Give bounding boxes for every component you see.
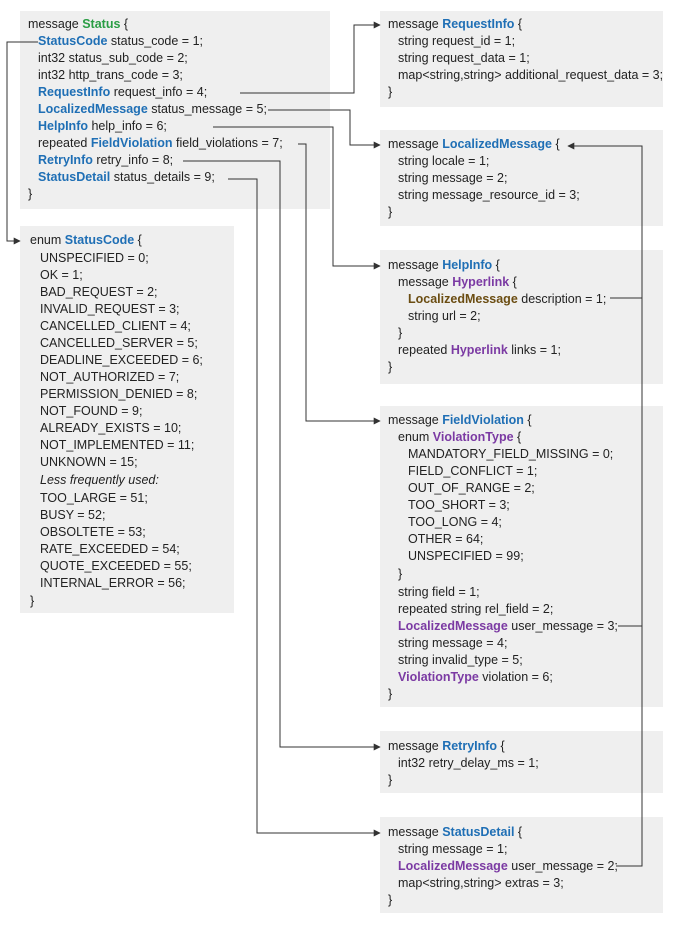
- field-violation-field: repeated string rel_field = 2;: [398, 602, 554, 616]
- type-ref-retry-info: RetryInfo: [38, 153, 93, 167]
- status-header: message Status {: [28, 17, 129, 31]
- wire-status-detail: [228, 178, 381, 837]
- status-field-status-details: StatusDetail status_details = 9;: [38, 170, 215, 184]
- field-violation-name: FieldViolation: [442, 413, 524, 427]
- help-info-field-links: repeated Hyperlink links = 1;: [398, 343, 561, 357]
- enum-value: PERMISSION_DENIED = 8;: [40, 387, 198, 401]
- status-code-name: StatusCode: [64, 233, 135, 247]
- help-info-close: }: [388, 360, 393, 374]
- help-info-name: HelpInfo: [442, 258, 493, 272]
- enum-value: OK = 1;: [40, 268, 83, 282]
- enum-value: NOT_IMPLEMENTED = 11;: [40, 438, 195, 452]
- status-field-request-info: RequestInfo request_info = 4;: [38, 85, 208, 99]
- localized-message-field: string locale = 1;: [398, 154, 490, 168]
- hyperlink-field-url: string url = 2;: [408, 309, 481, 323]
- status-field-help-info: HelpInfo help_info = 6;: [38, 119, 167, 133]
- enum-value: DEADLINE_EXCEEDED = 6;: [40, 353, 203, 367]
- localized-message-name: LocalizedMessage: [442, 137, 552, 151]
- enum-value: OBSOLTETE = 53;: [40, 525, 146, 539]
- type-ref-violation-type: ViolationType: [398, 670, 479, 684]
- type-ref-localized-message: LocalizedMessage: [38, 102, 148, 116]
- hyperlink-field-description: LocalizedMessage description = 1;: [408, 292, 607, 306]
- enum-value: OTHER = 64;: [408, 532, 484, 546]
- enum-value: TOO_LONG = 4;: [408, 515, 502, 529]
- enum-value: MANDATORY_FIELD_MISSING = 0;: [408, 447, 614, 461]
- request-info-close: }: [388, 85, 393, 99]
- enum-value: INVALID_REQUEST = 3;: [40, 302, 180, 316]
- type-ref-localized-message: LocalizedMessage: [398, 619, 508, 633]
- enum-value: CANCELLED_CLIENT = 4;: [40, 319, 191, 333]
- enum-value: UNSPECIFIED = 99;: [408, 549, 524, 563]
- enum-value: ALREADY_EXISTS = 10;: [40, 421, 182, 435]
- localized-message-field: string message_resource_id = 3;: [398, 188, 580, 202]
- request-info-field: map<string,string> additional_request_da…: [398, 68, 664, 82]
- retry-info-name: RetryInfo: [442, 739, 498, 753]
- type-ref-help-info: HelpInfo: [38, 119, 88, 133]
- status-detail-field-user-message: LocalizedMessage user_message = 2;: [398, 859, 618, 873]
- enum-value: BAD_REQUEST = 2;: [40, 285, 158, 299]
- type-ref-hyperlink: Hyperlink: [450, 343, 508, 357]
- enum-value: UNSPECIFIED = 0;: [40, 251, 149, 265]
- status-close: }: [28, 187, 33, 201]
- enum-value: RATE_EXCEEDED = 54;: [40, 542, 180, 556]
- status-field-field-violations: repeated FieldViolation field_violations…: [38, 136, 283, 150]
- enum-value: TOO_LARGE = 51;: [40, 491, 148, 505]
- hyperlink-name: Hyperlink: [452, 275, 510, 289]
- status-field-status-message: LocalizedMessage status_message = 5;: [38, 102, 267, 116]
- status-field-status-code: StatusCode status_code = 1;: [38, 34, 204, 48]
- type-ref-request-info: RequestInfo: [38, 85, 111, 99]
- field-violation-field: string message = 4;: [398, 636, 508, 650]
- type-ref-localized-message: LocalizedMessage: [398, 859, 508, 873]
- status-field-http-code: int32 http_trans_code = 3;: [38, 68, 183, 82]
- hyperlink-header: message Hyperlink {: [398, 275, 517, 289]
- field-violation-field: string field = 1;: [398, 585, 480, 599]
- type-ref-field-violation: FieldViolation: [90, 136, 173, 150]
- status-code-close: }: [30, 594, 35, 608]
- status-name: Status: [82, 17, 121, 31]
- type-ref-status-code: StatusCode: [38, 34, 108, 48]
- retry-info-header: message RetryInfo {: [388, 739, 505, 753]
- localized-message-field: string message = 2;: [398, 171, 508, 185]
- localized-message-header: message LocalizedMessage {: [388, 137, 560, 151]
- field-violation-field-user-message: LocalizedMessage user_message = 3;: [398, 619, 618, 633]
- enum-value: INTERNAL_ERROR = 56;: [40, 576, 186, 590]
- field-violation-field-violation: ViolationType violation = 6;: [398, 670, 553, 684]
- retry-info-field: int32 retry_delay_ms = 1;: [398, 756, 539, 770]
- less-used-label: Less frequently used:: [40, 473, 159, 487]
- request-info-box: [380, 11, 663, 107]
- localized-message-close: }: [388, 205, 393, 219]
- request-info-header: message RequestInfo {: [388, 17, 523, 31]
- field-violation-close: }: [388, 687, 393, 701]
- request-info-name: RequestInfo: [442, 17, 515, 31]
- violation-type-header: enum ViolationType {: [398, 430, 522, 444]
- violation-type-name: ViolationType: [432, 430, 514, 444]
- enum-value: UNKNOWN = 15;: [40, 455, 138, 469]
- enum-value: OUT_OF_RANGE = 2;: [408, 481, 535, 495]
- enum-value: QUOTE_EXCEEDED = 55;: [40, 559, 192, 573]
- type-ref-localized-message: LocalizedMessage: [408, 292, 518, 306]
- help-info-header: message HelpInfo {: [388, 258, 500, 272]
- field-violation-header: message FieldViolation {: [388, 413, 532, 427]
- request-info-field: string request_id = 1;: [398, 34, 516, 48]
- request-info-field: string request_data = 1;: [398, 51, 530, 65]
- retry-info-close: }: [388, 773, 393, 787]
- enum-value: NOT_FOUND = 9;: [40, 404, 143, 418]
- status-detail-field: string message = 1;: [398, 842, 508, 856]
- status-field-retry-info: RetryInfo retry_info = 8;: [38, 153, 174, 167]
- enum-value: TOO_SHORT = 3;: [408, 498, 510, 512]
- type-ref-status-detail: StatusDetail: [38, 170, 111, 184]
- status-field-sub-code: int32 status_sub_code = 2;: [38, 51, 188, 65]
- status-detail-header: message StatusDetail {: [388, 825, 523, 839]
- status-detail-field: map<string,string> extras = 3;: [398, 876, 564, 890]
- status-detail-close: }: [388, 893, 393, 907]
- enum-value: CANCELLED_SERVER = 5;: [40, 336, 198, 350]
- enum-value: FIELD_CONFLICT = 1;: [408, 464, 538, 478]
- violation-type-close: }: [398, 567, 403, 581]
- enum-value: NOT_AUTHORIZED = 7;: [40, 370, 180, 384]
- status-detail-name: StatusDetail: [442, 825, 515, 839]
- status-code-header: enum StatusCode {: [30, 233, 142, 247]
- field-violation-field: string invalid_type = 5;: [398, 653, 523, 667]
- hyperlink-close: }: [398, 326, 403, 340]
- enum-value: BUSY = 52;: [40, 508, 106, 522]
